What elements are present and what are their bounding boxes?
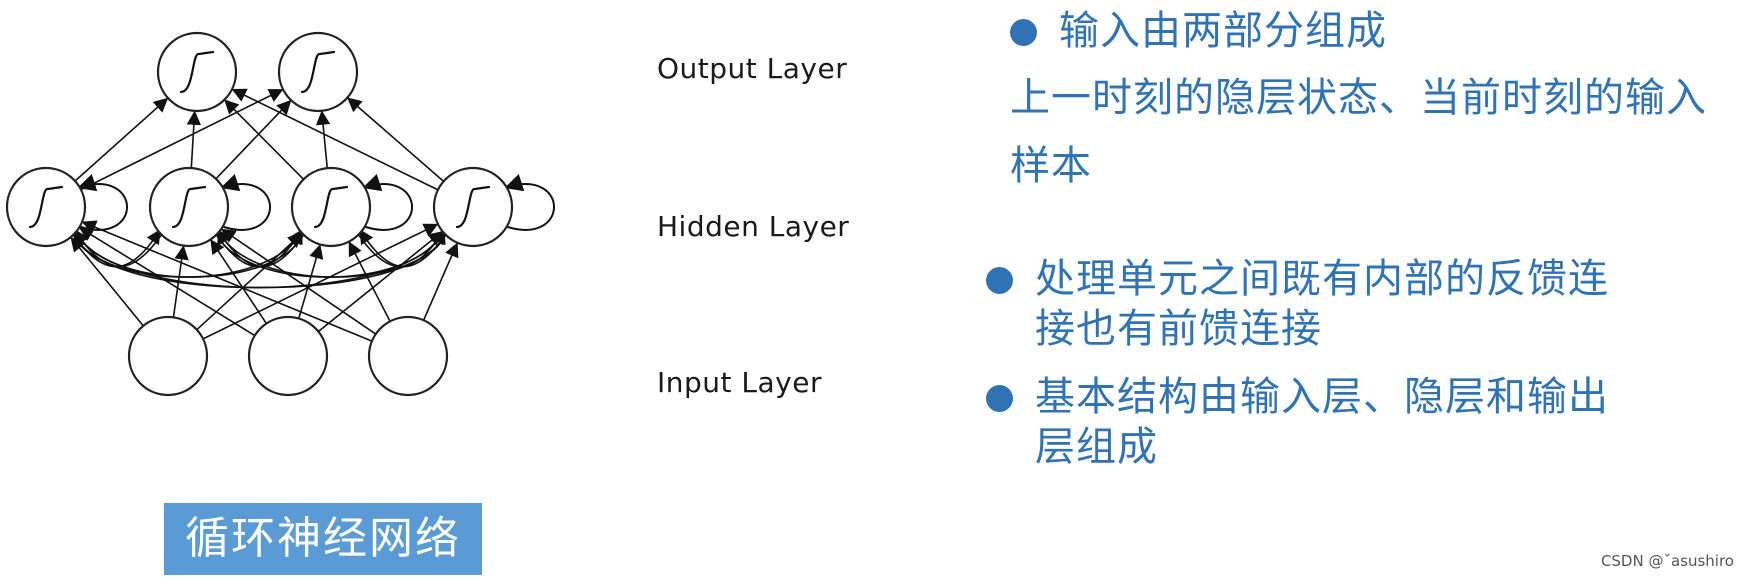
- edge-hidden-1-to-output-1: [215, 99, 292, 180]
- edge-hidden-3-to-output-1: [347, 97, 445, 182]
- edge-input-1-to-hidden-0: [78, 227, 256, 337]
- watermark: CSDN @ˇasushiro: [1600, 552, 1734, 570]
- bullet-text-line-1: 处理单元之间既有内部的反馈连: [1035, 256, 1609, 302]
- bullet-dot: [1010, 19, 1037, 46]
- edge-input-2-to-hidden-2: [348, 241, 391, 322]
- output-node-1-sigmoid-icon: [300, 50, 336, 94]
- edge-input-0-to-hidden-0: [70, 236, 144, 327]
- bullet-input-composition: 输入由两部分组成: [1010, 6, 1387, 56]
- bullet-feedback-feedforward: 处理单元之间既有内部的反馈连 接也有前馈连接: [986, 254, 1609, 354]
- edge-input-1-to-hidden-2: [298, 244, 324, 319]
- edge-input-0-to-hidden-2: [196, 233, 303, 331]
- hidden-node-3: [432, 166, 514, 248]
- edge-input-2-to-hidden-0: [81, 220, 373, 342]
- self-loop-hidden-2: [362, 173, 413, 231]
- bullet-basic-structure: 基本结构由输入层、隐层和输出 层组成: [986, 372, 1609, 472]
- edge-hidden-3-to-output-0: [231, 88, 439, 191]
- edge-input-2-to-hidden-1: [220, 228, 377, 335]
- edge-hidden-0-to-output-0: [74, 97, 169, 182]
- bullet-text-line-2: 接也有前馈连接: [1035, 306, 1322, 352]
- edge-hidden-0-to-hidden-3: [72, 229, 446, 289]
- output-node-0: [156, 31, 238, 113]
- hidden-node-3-sigmoid-icon: [455, 185, 491, 229]
- input-composition-detail: 上一时刻的隐层状态、当前时刻的输入 样本: [1010, 64, 1707, 200]
- nodes: [5, 31, 514, 397]
- connections: [70, 88, 459, 342]
- detail-line-2: 样本: [1010, 143, 1092, 189]
- self-loop-hidden-1: [220, 173, 271, 231]
- edge-input-2-to-hidden-3: [422, 242, 459, 321]
- edge-input-1-to-hidden-3: [317, 231, 443, 333]
- hidden-node-0: [5, 166, 87, 248]
- self-loop-hidden-0: [77, 173, 128, 231]
- hidden-node-0-sigmoid-icon: [28, 185, 64, 229]
- output-node-1: [277, 31, 359, 113]
- edge-hidden-2-to-output-1: [315, 110, 331, 169]
- input-node-0: [127, 315, 209, 397]
- input-node-2: [367, 315, 449, 397]
- edge-input-1-to-hidden-1: [210, 239, 268, 324]
- bullet-text: 输入由两部分组成: [1059, 8, 1387, 54]
- output-layer-label: Output Layer: [657, 52, 848, 85]
- bullet-text-line-1: 基本结构由输入层、隐层和输出: [1035, 374, 1609, 420]
- input-node-1: [247, 315, 329, 397]
- bullet-text-line-2: 层组成: [1035, 424, 1158, 470]
- hidden-node-1: [148, 166, 230, 248]
- output-node-0-sigmoid-icon: [179, 50, 215, 94]
- hidden-node-1-sigmoid-icon: [171, 185, 207, 229]
- self-loop-hidden-3: [504, 173, 555, 231]
- hidden-node-2-sigmoid-icon: [313, 185, 349, 229]
- edge-hidden-3-to-hidden-1: [217, 229, 447, 278]
- hidden-node-2: [290, 166, 372, 248]
- edge-hidden-1-to-hidden-2: [215, 229, 303, 268]
- input-layer-label: Input Layer: [657, 366, 822, 399]
- edge-hidden-3-to-hidden-2: [359, 229, 447, 268]
- edge-hidden-0-to-output-1: [80, 89, 284, 191]
- bullet-dot: [986, 267, 1013, 294]
- bullet-dot: [986, 385, 1013, 412]
- recurrent-loops: [77, 173, 555, 231]
- edge-hidden-2-to-output-0: [224, 99, 305, 180]
- hidden-layer-label: Hidden Layer: [657, 210, 850, 243]
- detail-line-1: 上一时刻的隐层状态、当前时刻的输入: [1010, 75, 1707, 121]
- edge-input-0-to-hidden-3: [202, 223, 439, 340]
- edge-hidden-1-to-output-0: [186, 110, 202, 169]
- diagram-title: 循环神经网络: [164, 503, 482, 575]
- edge-hidden-2-to-hidden-3: [357, 229, 445, 268]
